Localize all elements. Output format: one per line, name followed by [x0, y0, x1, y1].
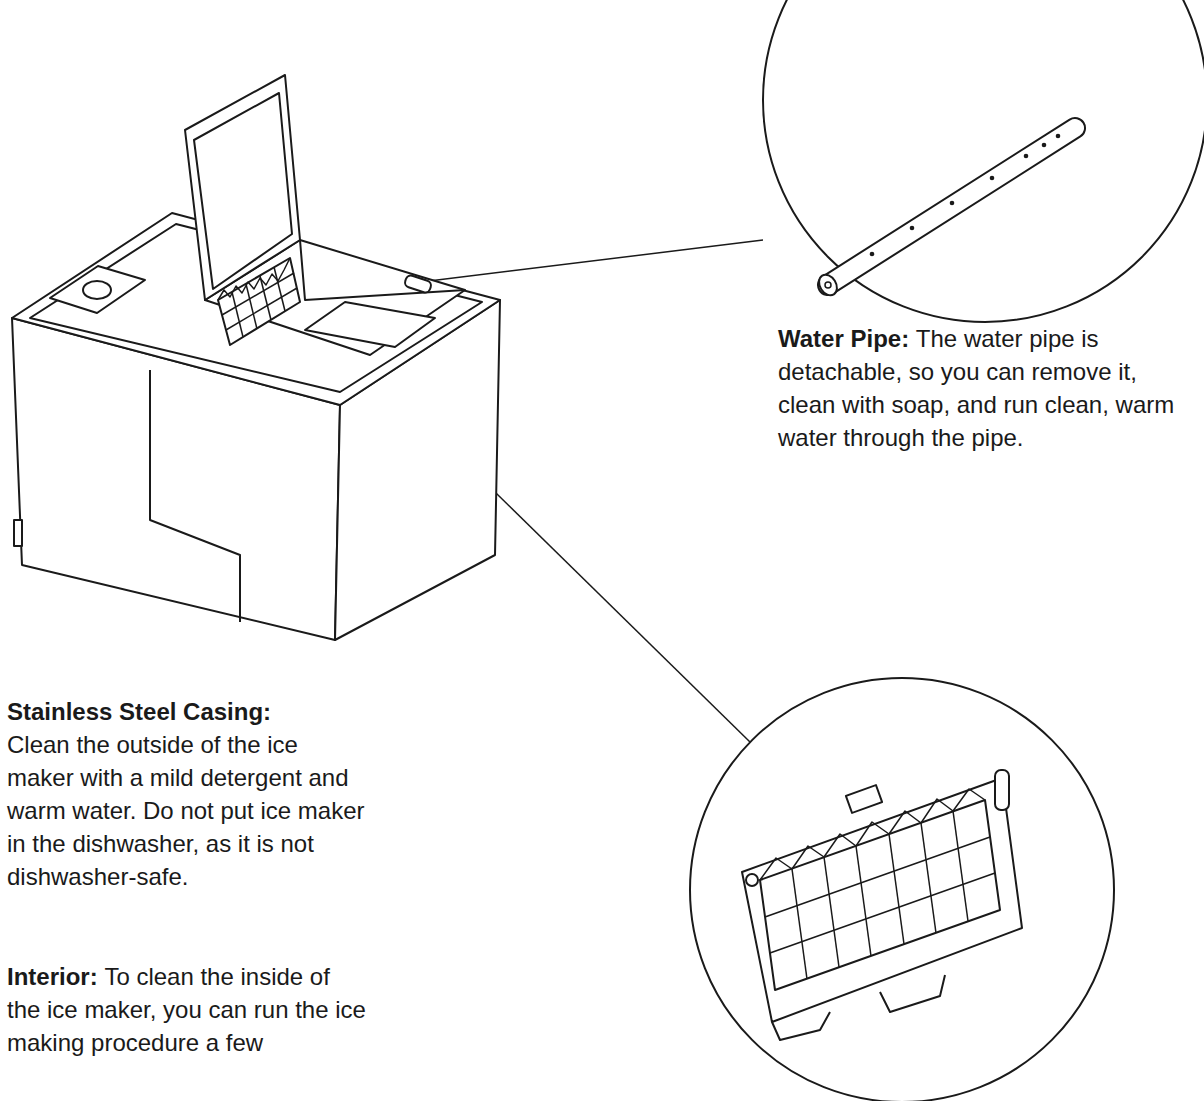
- grid-line: [792, 869, 807, 979]
- mold-teeth: [760, 789, 985, 880]
- grid-line: [953, 811, 968, 921]
- section-heading: Interior:: [7, 963, 98, 990]
- instruction-text: Clean the outside of the ice maker with …: [7, 731, 364, 890]
- pipe-body: [828, 128, 1075, 285]
- section-heading: Stainless Steel Casing:: [7, 695, 367, 728]
- grid-line: [232, 292, 243, 337]
- pipe-holder: [995, 770, 1009, 810]
- pivot-pin: [746, 874, 758, 886]
- pipe-holes: [870, 134, 1061, 257]
- pipe-bore: [825, 282, 831, 288]
- callout-text: Stainless Steel Casing:Clean the outside…: [7, 695, 367, 893]
- grid-line: [856, 846, 871, 956]
- pipe-hole: [1024, 154, 1029, 159]
- mold-frame: [742, 778, 1022, 1022]
- base-tab: [14, 520, 22, 546]
- zoom-circle: [763, 0, 1204, 322]
- pipe-hole: [1042, 143, 1047, 148]
- zoom-circle: [690, 678, 1114, 1101]
- side-slot: [404, 274, 432, 293]
- pipe-hole: [870, 252, 875, 257]
- ice-mold-grid: [218, 258, 297, 337]
- mold-tab: [772, 1012, 830, 1040]
- grid-line: [889, 834, 904, 944]
- lid-inner-line: [194, 93, 292, 289]
- mold-tab: [880, 975, 945, 1012]
- inner-wall: [300, 240, 465, 300]
- control-panel: [50, 266, 145, 313]
- water-pipe-drawing: [815, 128, 1075, 299]
- mold-grid: [760, 789, 995, 979]
- pipe-hole: [990, 176, 995, 181]
- grid-line: [921, 823, 936, 933]
- grid-line: [770, 873, 995, 953]
- grid-line: [260, 276, 271, 320]
- grid-line: [222, 273, 294, 315]
- callout-text: Water Pipe:The water pipe is detachable,…: [778, 322, 1178, 454]
- pipe-hole: [1056, 134, 1061, 139]
- panel-seam: [150, 370, 240, 622]
- ice-mold-drawing: [742, 770, 1022, 1040]
- ice-mold: [218, 258, 300, 345]
- mold-handle: [846, 785, 882, 813]
- control-button: [83, 281, 111, 299]
- pipe-outline: [828, 128, 1075, 285]
- pipe-hole: [910, 226, 915, 231]
- mold-teeth: [218, 258, 290, 300]
- grid-line: [246, 284, 257, 329]
- grid-line: [824, 857, 839, 967]
- callout-text: Interior:To clean the inside of the ice …: [7, 960, 367, 1059]
- pipe-end: [815, 271, 840, 298]
- ice-maker-illustration: [12, 75, 500, 640]
- grid-line: [765, 837, 990, 917]
- grid-line: [274, 267, 285, 311]
- pipe-hole: [950, 201, 955, 206]
- section-heading: Water Pipe:: [778, 325, 909, 352]
- ice-basket: [305, 302, 435, 347]
- grid-line: [226, 288, 297, 330]
